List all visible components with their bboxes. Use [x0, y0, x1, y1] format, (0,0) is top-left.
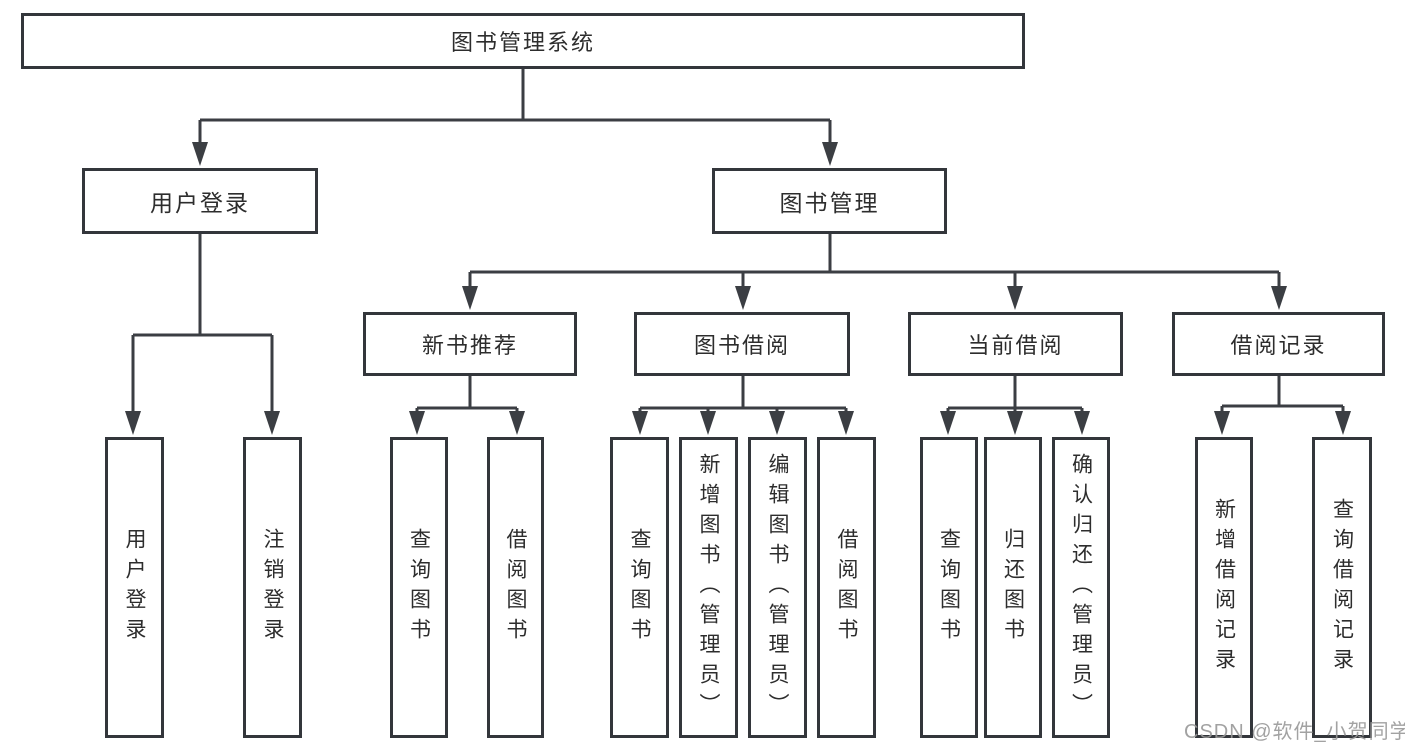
arrowheads: [125, 142, 1351, 435]
leaf-query-book-recommend: 查询图书: [390, 437, 448, 738]
leaf-return-book: 归还图书: [984, 437, 1042, 738]
node-current-borrow: 当前借阅: [908, 312, 1123, 376]
leaf-confirm-return-admin: 确认归还（管理员）: [1052, 437, 1110, 738]
node-book-management: 图书管理: [712, 168, 947, 234]
leaf-query-book-current: 查询图书: [920, 437, 978, 738]
node-user-login: 用户登录: [82, 168, 318, 234]
csdn-watermark: CSDN @软件_小贺同学: [1184, 721, 1405, 743]
leaf-user-login: 用户登录: [105, 437, 164, 738]
leaf-logout-login: 注销登录: [243, 437, 302, 738]
leaf-borrow-book-recommend: 借阅图书: [487, 437, 544, 738]
node-new-book-recommend: 新书推荐: [363, 312, 577, 376]
node-borrow-records: 借阅记录: [1172, 312, 1385, 376]
leaf-query-borrow-record: 查询借阅记录: [1312, 437, 1372, 738]
node-book-borrow: 图书借阅: [634, 312, 850, 376]
leaf-edit-book-admin: 编辑图书（管理员）: [748, 437, 807, 738]
leaf-add-borrow-record: 新增借阅记录: [1195, 437, 1253, 738]
leaf-borrow-book: 借阅图书: [817, 437, 876, 738]
leaf-add-book-admin: 新增图书（管理员）: [679, 437, 738, 738]
leaf-query-book-borrow: 查询图书: [610, 437, 669, 738]
node-root: 图书管理系统: [21, 13, 1025, 69]
